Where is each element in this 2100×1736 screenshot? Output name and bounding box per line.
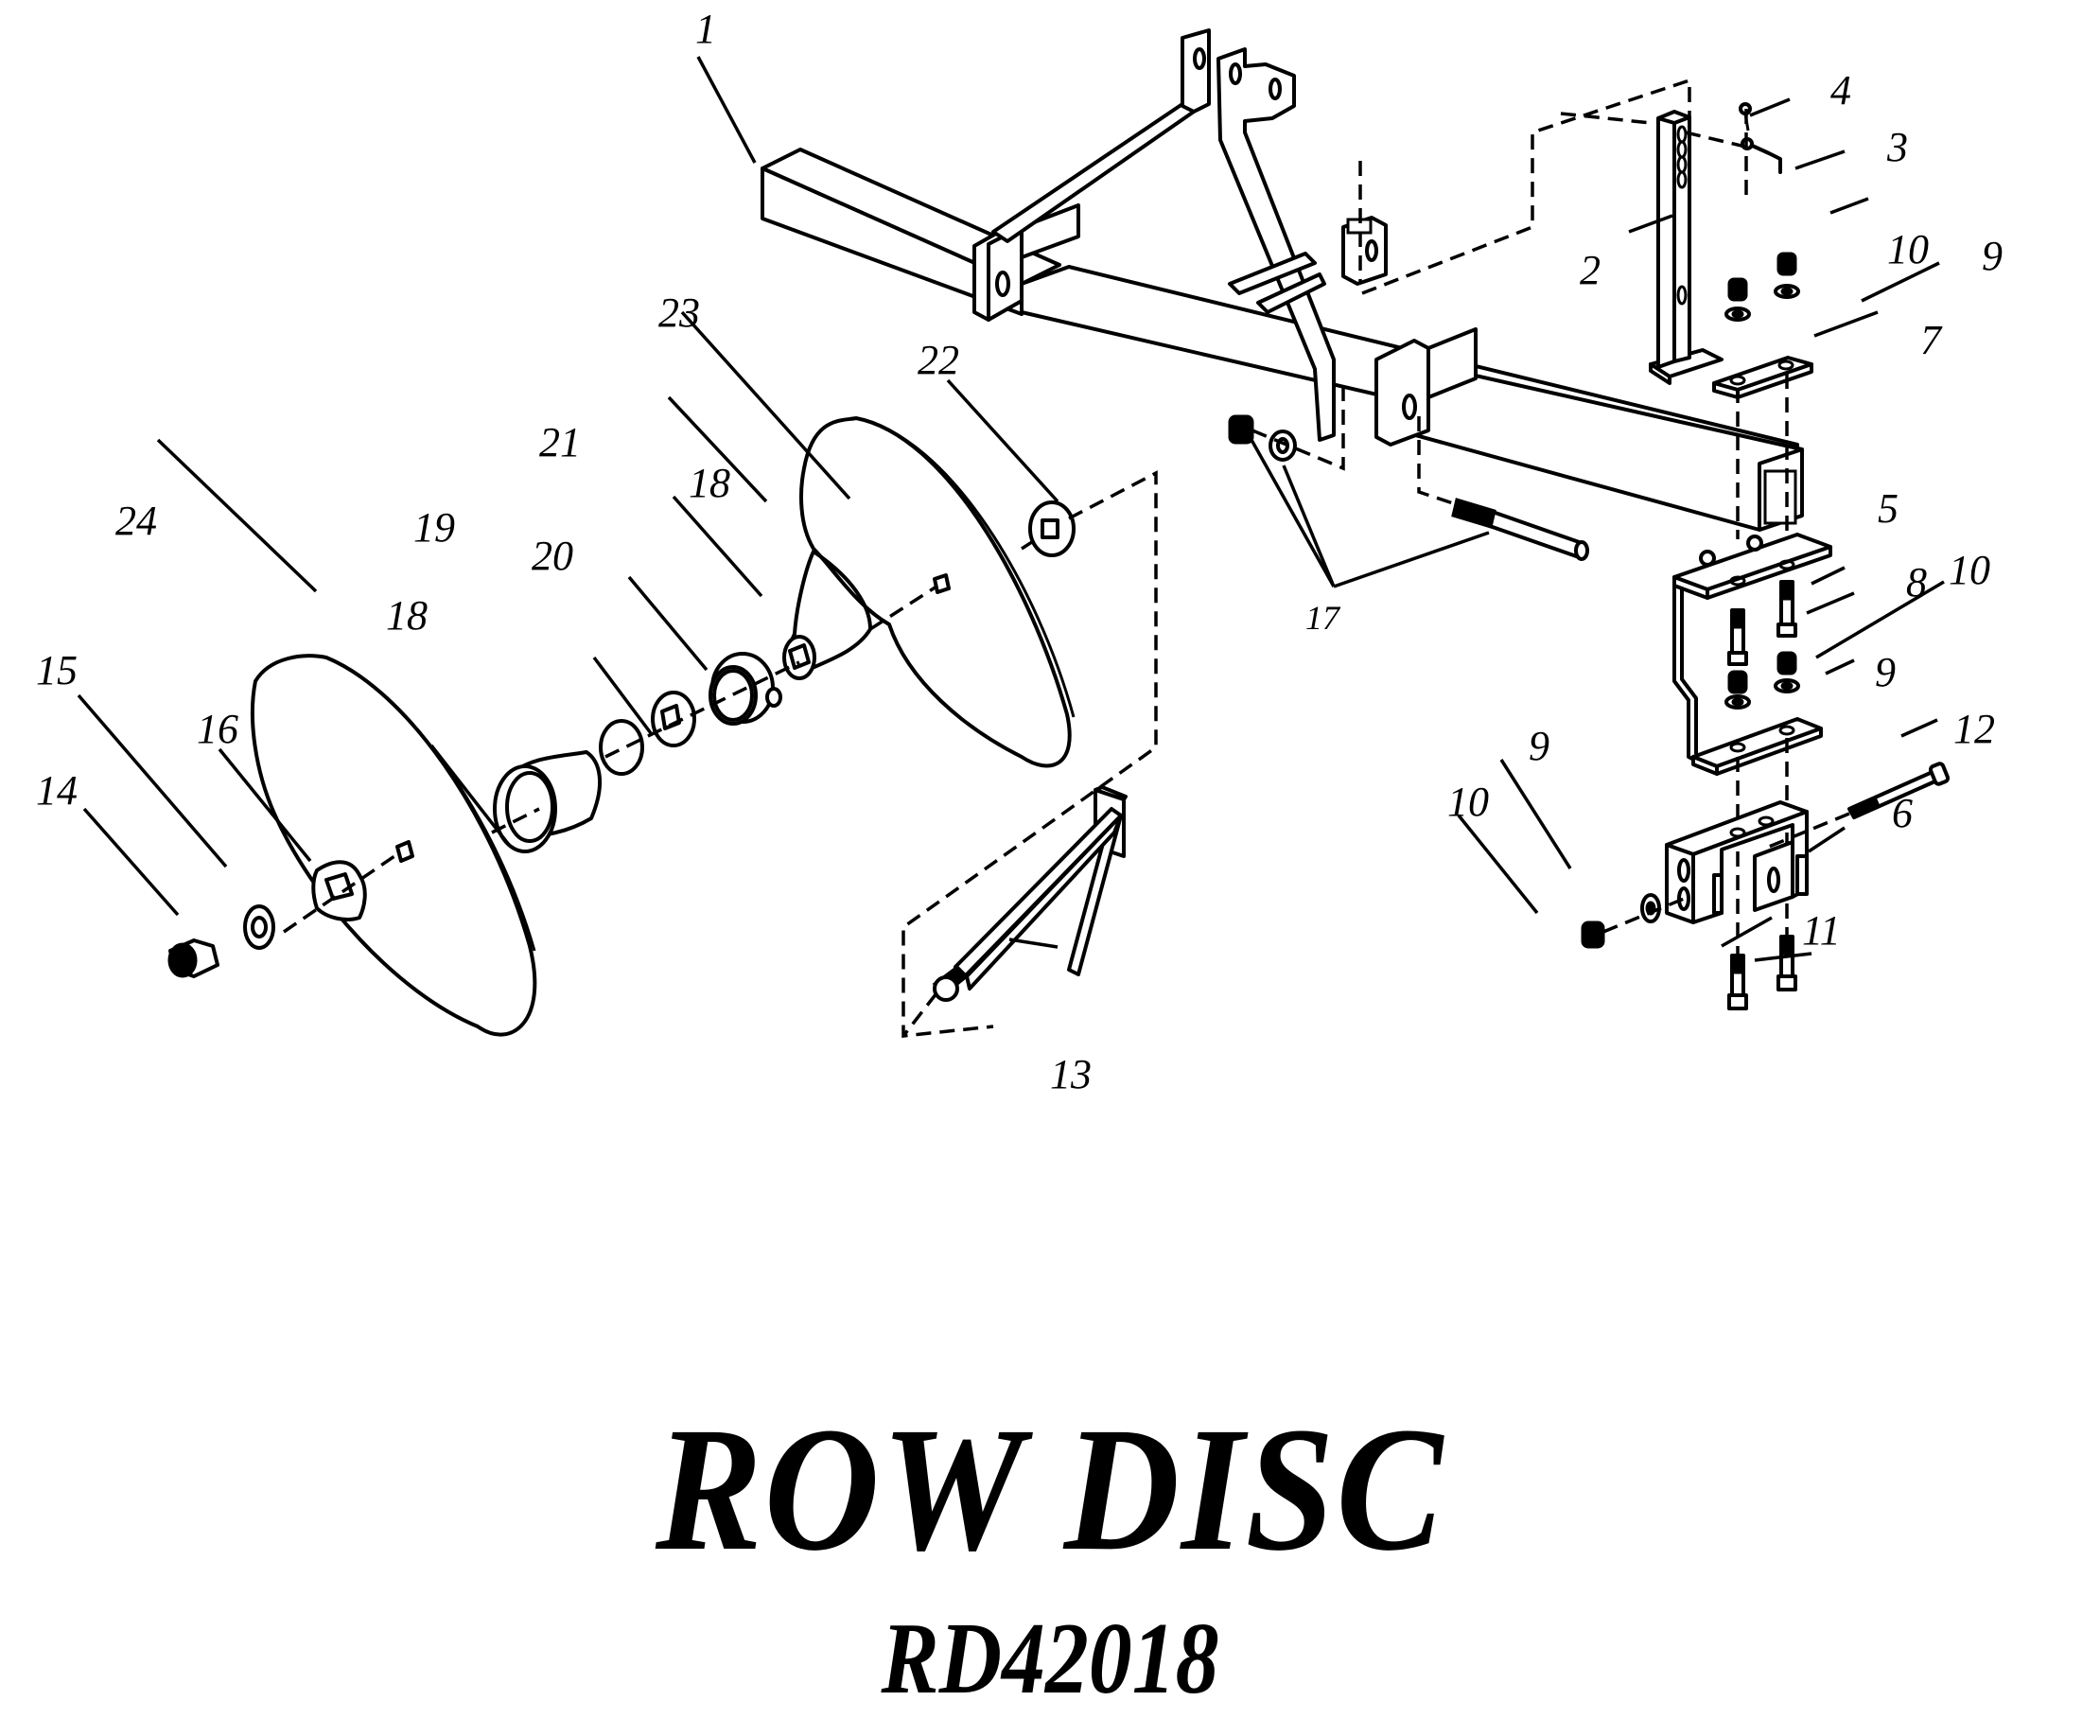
callout-10: 10 <box>1887 226 1929 272</box>
part-9-washer <box>1724 678 1800 710</box>
callout-1: 1 <box>695 6 716 52</box>
part-18-spool <box>493 750 603 853</box>
assembly-guide-line <box>1021 535 1041 551</box>
callout-10: 10 <box>1447 779 1489 825</box>
assembly-guide-line <box>869 585 937 631</box>
callout-9: 9 <box>1529 723 1549 769</box>
callout-17: 17 <box>1305 599 1341 637</box>
part-10-nut <box>1581 921 1605 949</box>
assembly-guide-line <box>1560 112 1652 125</box>
callout-19: 19 <box>413 504 455 551</box>
assembly-guide-line <box>1251 388 1345 471</box>
leader-lines <box>77 56 1945 962</box>
callout-5: 5 <box>1878 485 1899 532</box>
assembly-guide-line <box>1417 416 1462 508</box>
callout-16: 16 <box>197 706 238 752</box>
assembly-guide-line <box>1685 131 1746 149</box>
part-19-snap-ring <box>599 719 644 776</box>
callout-14: 14 <box>36 767 78 814</box>
part-2-depth-stand <box>1649 110 1724 385</box>
part-8-bolt <box>1727 580 1797 666</box>
part-20-bearing <box>651 691 696 747</box>
callout-20: 20 <box>532 533 573 579</box>
assembly-guide-line <box>604 660 800 759</box>
part-12-long-bolt <box>1846 762 1951 819</box>
callout-4: 4 <box>1830 67 1851 114</box>
callout-18: 18 <box>689 460 730 506</box>
callout-15: 15 <box>36 647 78 693</box>
assembly-guide-line <box>1768 812 1850 849</box>
callout-12: 12 <box>1953 706 1995 752</box>
assembly-guide-line <box>901 470 1158 1038</box>
callout-13: 13 <box>1050 1051 1092 1097</box>
model-number: RD42018 <box>881 1603 1219 1715</box>
part-24-disc-blade <box>250 654 537 1037</box>
part-3-pin <box>1741 137 1782 174</box>
part-6-lower-clamp <box>1665 800 1809 924</box>
part-21-bearing-housing <box>709 652 782 726</box>
callout-11: 11 <box>1802 907 1841 954</box>
part-10-nut <box>1727 252 1797 302</box>
callout-2: 2 <box>1580 247 1601 293</box>
callout-22: 22 <box>918 337 959 383</box>
part-5-upper-bracket <box>1672 533 1832 776</box>
assembly-guide-line <box>1361 78 1691 295</box>
assembly-guide-line <box>491 807 540 834</box>
part-23-disc-blade <box>782 416 1076 768</box>
part-17-hitch-pin-set <box>1228 414 1589 561</box>
part-7-clamp-plate <box>1712 356 1813 399</box>
callout-8: 8 <box>1906 559 1927 605</box>
assembly-guide-line <box>901 991 938 1038</box>
callout-10: 10 <box>1949 547 1990 593</box>
part-15-lock-washer <box>243 904 275 950</box>
part-14-axle-nut <box>167 938 219 978</box>
callout-7: 7 <box>1920 317 1943 363</box>
callout-9: 9 <box>1982 233 2003 279</box>
callout-6: 6 <box>1892 790 1913 836</box>
callout-23: 23 <box>658 289 700 336</box>
callout-21: 21 <box>539 419 581 465</box>
callout-18: 18 <box>386 592 428 639</box>
part-10-nut <box>1727 651 1797 694</box>
callout-3: 3 <box>1886 124 1908 170</box>
part-9-washer <box>1724 284 1800 322</box>
part-11-bolt <box>1727 935 1797 1010</box>
assembly-guide-line <box>1602 897 1685 934</box>
part-13-disc-axle <box>932 785 1128 1002</box>
callout-9: 9 <box>1875 649 1896 695</box>
callout-24: 24 <box>115 498 157 544</box>
part-1-toolbar-frame <box>761 28 1804 532</box>
part-22-end-washer <box>1028 500 1076 557</box>
diagram-title: ROW DISC <box>655 1390 1445 1587</box>
callout-numbers: 1 2 3 4 5 6 7 8 9 9 9 10 10 10 11 12 13 … <box>36 6 2003 1097</box>
